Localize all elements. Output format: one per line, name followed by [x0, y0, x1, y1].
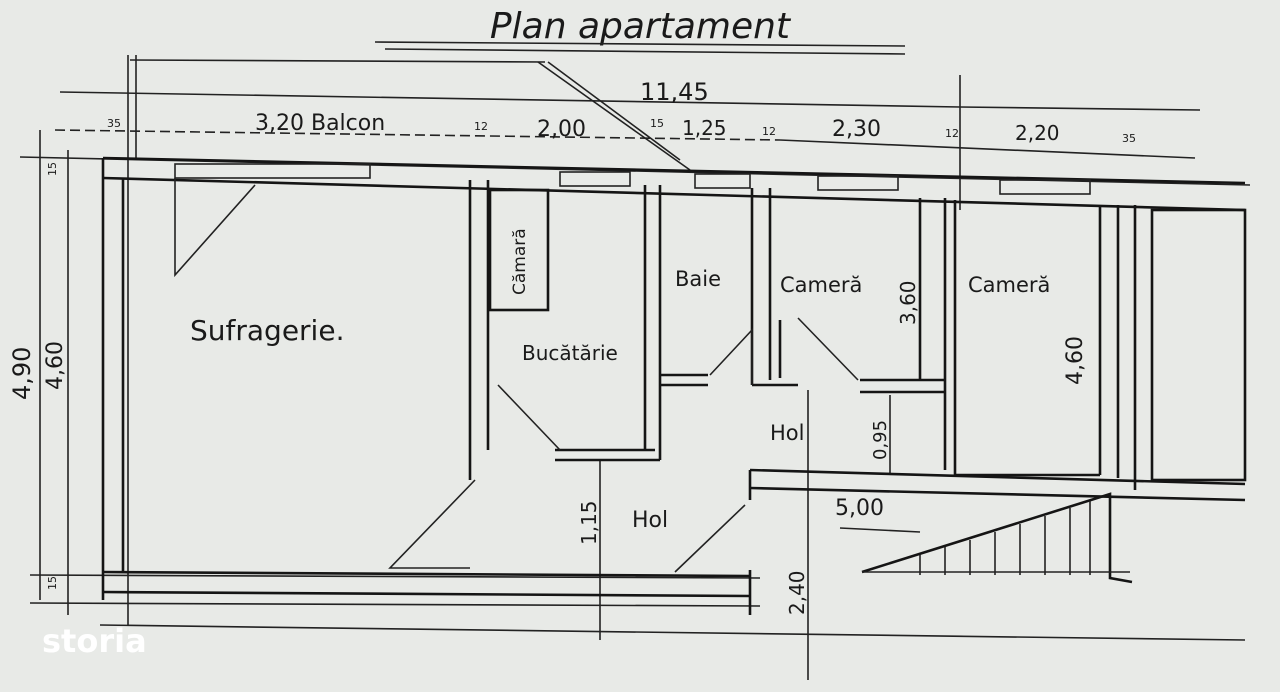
dim-3-60: 3,60	[896, 280, 920, 325]
dim-4-90: 4,90	[8, 347, 36, 400]
dim-2-40: 2,40	[785, 570, 809, 615]
room-sufragerie: Sufragerie.	[190, 314, 344, 347]
dim-wall-15-top: 15	[46, 162, 59, 176]
room-camera-1: Cameră	[780, 273, 862, 297]
staircase	[861, 492, 1133, 584]
dim-5-00: 5,00	[835, 496, 884, 521]
room-hol-upper: Hol	[770, 421, 804, 445]
title-underline	[374, 41, 906, 47]
title-underline-2	[384, 48, 906, 55]
dim-2-00: 2,00	[537, 117, 586, 142]
dim-wall-12-a: 12	[474, 120, 488, 133]
dim-2-20: 2,20	[1015, 121, 1060, 145]
dim-wall-12-c: 12	[762, 125, 776, 138]
dim-4-60-left: 4,60	[43, 341, 68, 390]
dim-2-30: 2,30	[832, 117, 881, 142]
room-baie: Baie	[675, 267, 721, 291]
dim-wall-35-left: 35	[107, 117, 121, 130]
room-camera-2: Cameră	[968, 273, 1050, 297]
dim-wall-35-right: 35	[1122, 132, 1136, 145]
dim-wall-15-b: 15	[650, 117, 664, 130]
windows	[174, 163, 1091, 195]
door-swings	[174, 178, 859, 573]
dim-wall-15-bottom: 15	[46, 576, 59, 590]
room-bucatarie: Bucătărie	[522, 341, 618, 365]
dim-wall-12-d: 12	[945, 127, 959, 140]
dim-balcon: 3,20 Balcon	[255, 111, 385, 136]
dim-1-15: 1,15	[577, 500, 601, 545]
dimension-lines	[19, 55, 1251, 680]
dim-4-60-right: 4,60	[1063, 336, 1088, 385]
storia-watermark: storia	[42, 622, 147, 660]
dim-1-25: 1,25	[682, 116, 727, 140]
room-hol-lower: Hol	[632, 508, 668, 533]
plan-title: Plan apartament	[490, 6, 792, 47]
room-camara: Cămară	[510, 228, 530, 295]
walls	[101, 156, 1247, 615]
dim-total-width: 11,45	[640, 78, 709, 106]
dim-0-95: 0,95	[870, 420, 891, 460]
